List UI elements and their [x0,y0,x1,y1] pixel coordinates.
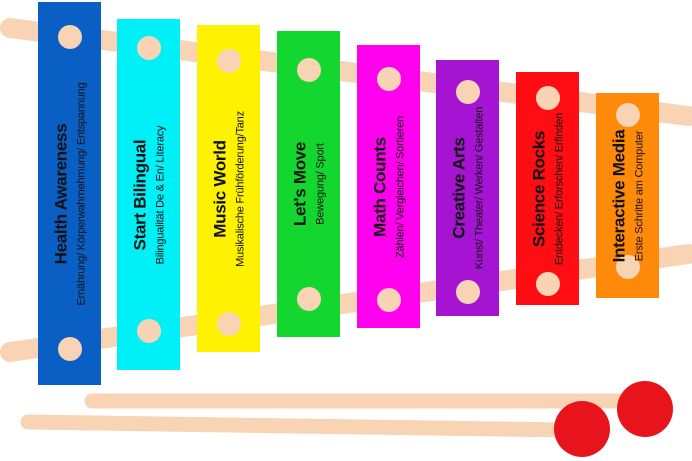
peg-bottom [136,319,161,343]
peg-bottom [455,280,480,304]
peg-top [57,25,82,49]
peg-top [615,103,640,127]
mallet-head-upper[interactable] [617,381,673,437]
peg-top [535,86,560,110]
peg-bottom [57,337,82,361]
mallet-head-lower[interactable] [554,401,610,457]
peg-bottom [216,312,241,336]
peg-bottom [376,288,401,312]
peg-bottom [535,272,560,296]
peg-bottom [296,287,321,311]
peg-bottom [615,255,640,279]
peg-top [216,49,241,73]
peg-top [296,58,321,82]
peg-top [376,67,401,91]
mallet-stick-lower [20,414,578,438]
peg-top [455,80,480,104]
peg-top [136,36,161,60]
